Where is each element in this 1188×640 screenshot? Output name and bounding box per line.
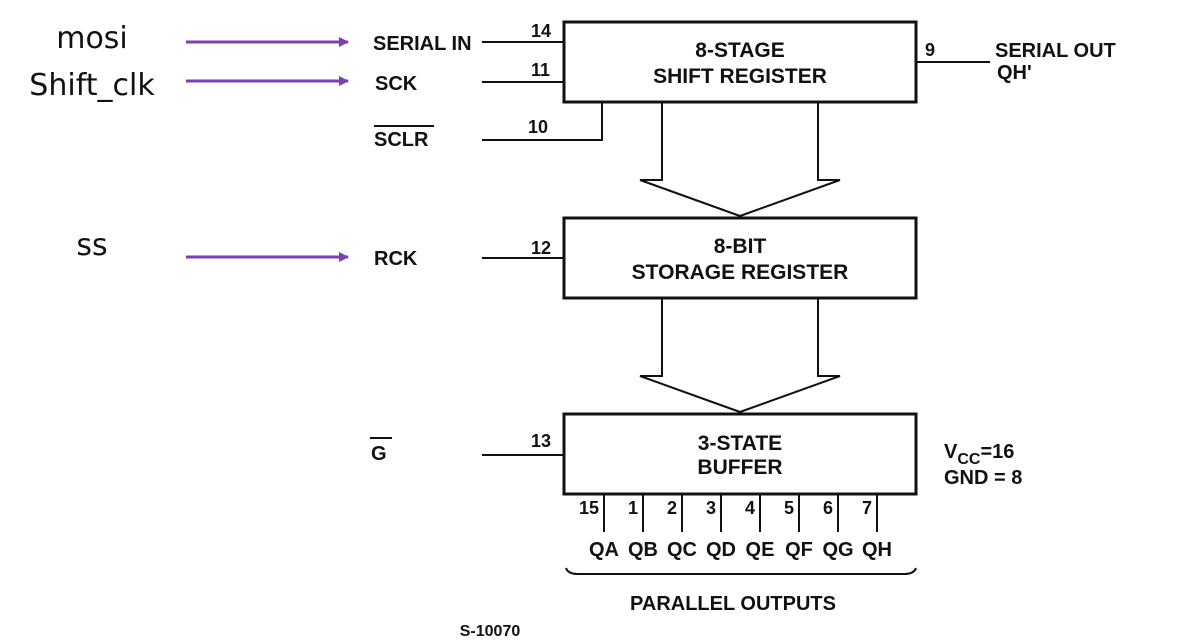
output-pin-number: 1 xyxy=(628,498,638,518)
pin-12: 12 xyxy=(531,238,551,258)
storage-register-subtitle: STORAGE REGISTER xyxy=(632,261,849,284)
annotation-shift-clk: Shift_clk xyxy=(29,68,155,103)
pin-9: 9 xyxy=(925,40,935,60)
output-pin-number: 4 xyxy=(745,498,755,518)
vcc-label: VCC=16 xyxy=(944,441,1014,468)
rck-label: RCK xyxy=(374,248,418,270)
storage-register-block xyxy=(562,216,918,300)
sclr-line xyxy=(482,102,603,141)
output-pin-number: 5 xyxy=(784,498,794,518)
pin-10: 10 xyxy=(528,117,548,137)
output-pin-number: 2 xyxy=(667,498,677,518)
storage-register-title: 8-BIT xyxy=(714,235,767,258)
serial-in-label: SERIAL IN xyxy=(373,33,472,55)
output-pin-name: QF xyxy=(785,539,813,561)
output-pin-name: QG xyxy=(822,539,853,561)
output-pin-name: QA xyxy=(589,539,619,561)
sclr-label: SCLR xyxy=(374,129,429,151)
pin-13: 13 xyxy=(531,431,551,451)
bus-arrow-storage-to-buffer xyxy=(639,298,841,414)
output-pin-number: 6 xyxy=(823,498,833,518)
annotation-mosi: mosi xyxy=(56,21,128,56)
parallel-outputs-caption: PARALLEL OUTPUTS xyxy=(630,593,836,615)
gnd-label: GND = 8 xyxy=(944,467,1022,489)
buffer-subtitle: BUFFER xyxy=(697,456,782,479)
shift-register-block xyxy=(562,20,918,104)
sck-label: SCK xyxy=(375,73,418,95)
vcc-v: V xyxy=(944,441,958,463)
output-pin-name: QB xyxy=(628,539,658,561)
pin-14: 14 xyxy=(531,21,551,41)
figure-id: S-10070 xyxy=(460,623,521,640)
shift-register-subtitle: SHIFT REGISTER xyxy=(653,65,827,88)
output-pin-number: 15 xyxy=(579,498,599,518)
output-pin-number: 3 xyxy=(706,498,716,518)
output-pin-name: QD xyxy=(706,539,736,561)
output-pin-name: QE xyxy=(746,539,775,561)
parallel-outputs-bracket xyxy=(565,567,917,575)
vcc-value: =16 xyxy=(980,441,1014,463)
buffer-block xyxy=(562,412,918,496)
pin-11: 11 xyxy=(531,60,550,80)
buffer-title: 3-STATE xyxy=(698,432,782,455)
output-pin-number: 7 xyxy=(862,498,872,518)
vcc-sub: CC xyxy=(957,451,981,468)
g-label: G xyxy=(371,443,387,465)
output-pin-name: QC xyxy=(667,539,697,561)
serial-out-label: SERIAL OUT xyxy=(995,40,1116,62)
bus-arrow-shift-to-storage xyxy=(639,102,841,218)
shift-register-title: 8-STAGE xyxy=(695,39,784,62)
output-pin-name: QH xyxy=(862,539,892,561)
serial-out-sublabel: QH' xyxy=(997,62,1032,84)
annotation-ss: ss xyxy=(76,228,107,263)
